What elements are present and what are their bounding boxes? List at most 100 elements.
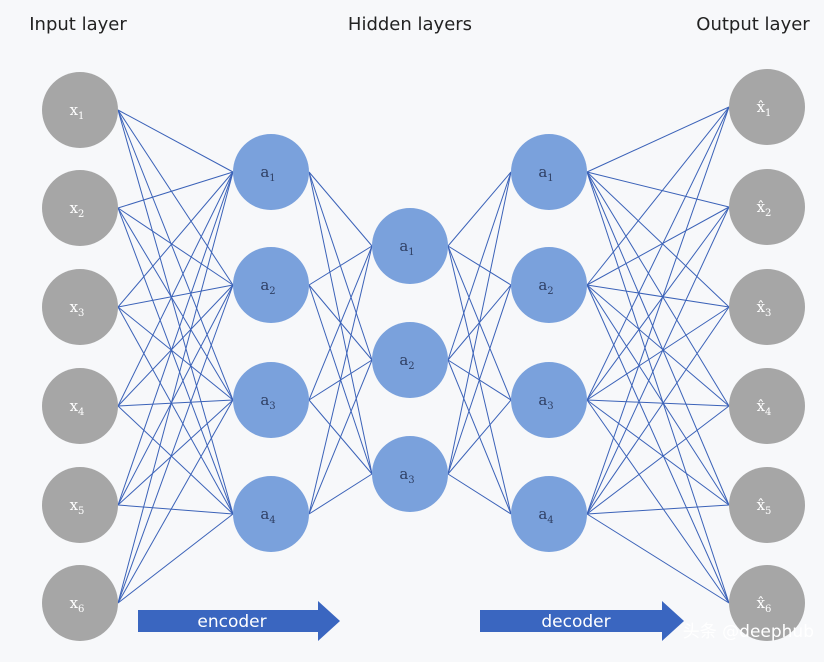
hidden2-node-label: a3 (538, 391, 553, 412)
node-index: 6 (765, 604, 771, 615)
edge-hidden2-1-output-6 (586, 171, 730, 604)
edge-hidden1-1-bottleneck-1 (308, 171, 373, 247)
hidden1-node-2: a2 (233, 247, 309, 323)
node-index: 2 (78, 209, 84, 220)
hidden1-node-3: a3 (233, 362, 309, 438)
node-index: 2 (547, 286, 553, 297)
bottleneck-node-3: a3 (372, 436, 448, 512)
edge-bottleneck-1-hidden2-1 (447, 171, 512, 247)
output-node-circle (729, 467, 805, 543)
node-variable: x (70, 594, 79, 612)
node-index: 4 (78, 407, 84, 418)
node-variable: x̂ (757, 594, 766, 612)
hidden2-node-label: a4 (538, 505, 553, 526)
hidden2-node-4: a4 (511, 476, 587, 552)
edge-hidden2-2-output-2 (586, 206, 730, 286)
edge-bottleneck-2-hidden2-1 (447, 171, 512, 361)
hidden1-node-label: a1 (260, 163, 275, 184)
bottleneck-node-label: a2 (399, 351, 414, 372)
bottleneck-node-circle (372, 436, 448, 512)
node-variable: a (260, 163, 269, 181)
node-index: 5 (765, 506, 771, 517)
edge-input-2-hidden1-4 (117, 207, 234, 515)
input-node-label: x2 (70, 199, 85, 220)
edge-input-6-hidden1-1 (117, 171, 234, 604)
edge-hidden2-3-output-2 (586, 206, 730, 401)
input-node-3: x3 (42, 269, 118, 345)
edge-hidden2-2-output-1 (586, 106, 730, 286)
node-variable: a (538, 505, 547, 523)
node-variable: x̂ (757, 397, 766, 415)
input-node-label: x6 (70, 594, 85, 615)
input-node-2: x2 (42, 170, 118, 246)
output-node-5: x̂5 (729, 467, 805, 543)
node-variable: a (260, 391, 269, 409)
edge-hidden2-1-output-3 (586, 171, 730, 308)
input-node-4: x4 (42, 368, 118, 444)
input-node-1: x1 (42, 72, 118, 148)
edge-hidden2-2-output-6 (586, 284, 730, 604)
node-variable: x (70, 298, 79, 316)
bottleneck-node-label: a1 (399, 237, 414, 258)
edge-hidden2-4-output-5 (586, 504, 730, 515)
edge-hidden2-4-output-2 (586, 206, 730, 515)
node-variable: a (538, 276, 547, 294)
output-node-4: x̂4 (729, 368, 805, 444)
edge-hidden1-4-bottleneck-3 (308, 473, 373, 515)
edge-hidden2-4-output-3 (586, 306, 730, 515)
node-index: 3 (547, 401, 553, 412)
node-index: 2 (269, 286, 275, 297)
edge-hidden1-3-bottleneck-1 (308, 245, 373, 401)
node-index: 2 (765, 208, 771, 219)
edge-hidden2-3-output-1 (586, 106, 730, 401)
input-node-label: x3 (70, 298, 85, 319)
hidden1-node-circle (233, 476, 309, 552)
node-index: 3 (765, 308, 771, 319)
hidden1-node-circle (233, 247, 309, 323)
encoder-label: encoder (197, 612, 266, 632)
edge-input-5-hidden1-2 (117, 284, 234, 506)
node-index: 4 (765, 407, 771, 418)
node-variable: x (70, 397, 79, 415)
edge-bottleneck-3-hidden2-1 (447, 171, 512, 475)
node-variable: x (70, 199, 79, 217)
output-node-label: x̂2 (757, 198, 772, 219)
bottleneck-node-circle (372, 322, 448, 398)
hidden2-node-circle (511, 247, 587, 323)
edge-bottleneck-3-hidden2-3 (447, 399, 512, 475)
node-variable: x̂ (757, 298, 766, 316)
input-node-6: x6 (42, 565, 118, 641)
edge-hidden2-1-output-5 (586, 171, 730, 506)
node-index: 3 (408, 475, 414, 486)
hidden2-node-circle (511, 476, 587, 552)
input-node-circle (42, 72, 118, 148)
node-variable: a (260, 505, 269, 523)
node-index: 6 (78, 604, 84, 615)
input-node-circle (42, 269, 118, 345)
edge-hidden2-4-output-1 (586, 106, 730, 515)
node-variable: a (399, 351, 408, 369)
connections (117, 106, 730, 604)
edge-input-3-hidden1-4 (117, 306, 234, 515)
hidden1-node-1: a1 (233, 134, 309, 210)
input-node-circle (42, 368, 118, 444)
node-index: 4 (269, 515, 275, 526)
hidden2-node-circle (511, 362, 587, 438)
edge-hidden2-2-output-5 (586, 284, 730, 506)
edge-hidden2-4-output-4 (586, 405, 730, 515)
output-node-1: x̂1 (729, 69, 805, 145)
output-node-circle (729, 368, 805, 444)
hidden2-node-2: a2 (511, 247, 587, 323)
node-variable: x̂ (757, 198, 766, 216)
edge-hidden1-4-bottleneck-1 (308, 245, 373, 515)
edge-input-3-hidden1-2 (117, 284, 234, 308)
node-index: 1 (547, 173, 553, 184)
output-node-label: x̂5 (757, 496, 772, 517)
bottleneck-node-label: a3 (399, 465, 414, 486)
output-node-label: x̂1 (757, 98, 772, 119)
hidden1-node-circle (233, 362, 309, 438)
node-index: 2 (408, 361, 414, 372)
node-variable: x̂ (757, 496, 766, 514)
edge-input-2-hidden1-2 (117, 207, 234, 286)
